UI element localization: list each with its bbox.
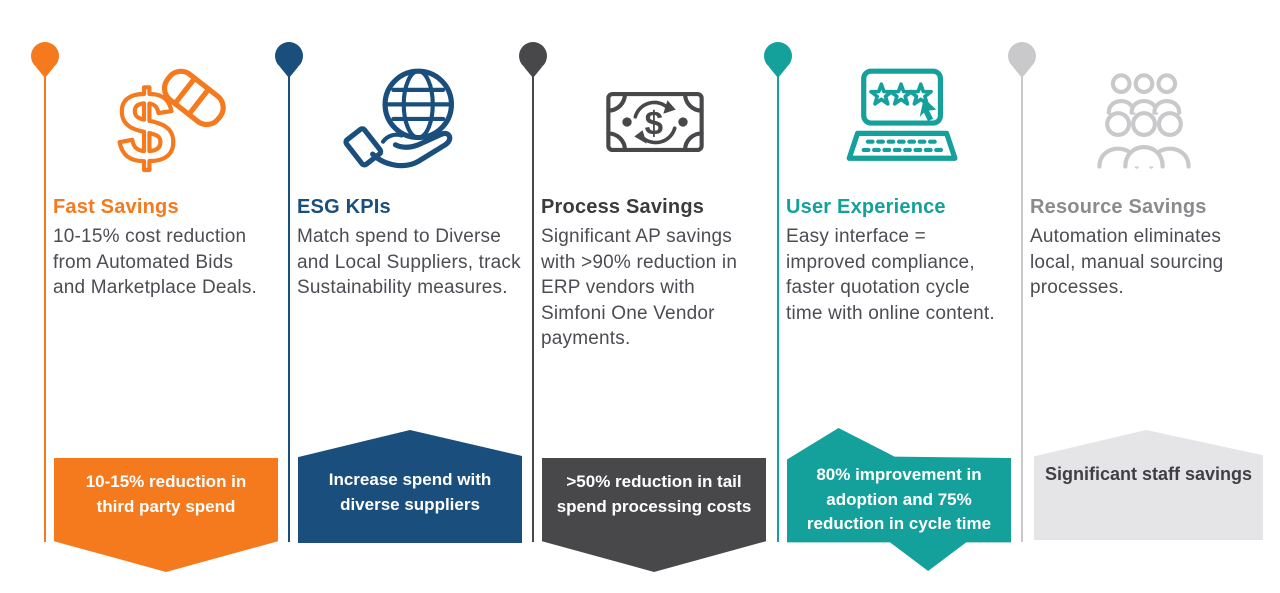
column-title: ESG KPIs xyxy=(297,196,391,218)
column-body: Match spend to Diverse and Local Supplie… xyxy=(297,226,521,298)
map-pin-icon xyxy=(275,42,303,70)
people-group-icon xyxy=(1021,62,1267,182)
timeline-line xyxy=(288,50,290,542)
column-user-experience: User Experience Easy interface = improve… xyxy=(764,0,1023,593)
column-title: Process Savings xyxy=(541,196,705,218)
laptop-rating-icon xyxy=(777,62,1023,182)
timeline-line xyxy=(777,50,779,542)
stat-banner: 80% improvement in adoption and 75% redu… xyxy=(787,428,1011,571)
column-title: Fast Savings xyxy=(53,196,179,218)
column-process-savings: $ Process Savings Significant AP savings… xyxy=(519,0,778,593)
stat-banner: Increase spend with diverse suppliers xyxy=(298,430,522,543)
timeline-line xyxy=(44,50,46,542)
timeline-line xyxy=(1021,50,1023,542)
map-pin-icon xyxy=(519,42,547,70)
map-pin-icon xyxy=(764,42,792,70)
svg-text:$: $ xyxy=(645,105,663,142)
svg-text:$: $ xyxy=(118,70,174,184)
stat-banner: 10-15% reduction in third party spend xyxy=(54,458,278,572)
stat-banner: >50% reduction in tail spend processing … xyxy=(542,458,766,572)
globe-hand-icon xyxy=(288,62,534,182)
dollar-savings-icon: $ xyxy=(44,62,290,186)
column-body: 10-15% cost reduction from Automated Bid… xyxy=(53,226,258,298)
stat-banner: Significant staff savings xyxy=(1034,430,1263,540)
column-fast-savings: $ Fast Savings 10-15% cost reduction fro… xyxy=(31,0,290,593)
map-pin-icon xyxy=(1008,42,1036,70)
column-body: Easy interface = improved compliance, fa… xyxy=(786,226,995,324)
column-title: Resource Savings xyxy=(1030,196,1207,218)
column-body: Automation eliminates local, manual sour… xyxy=(1030,226,1224,298)
timeline-line xyxy=(532,50,534,542)
column-title: User Experience xyxy=(786,196,946,218)
column-esg-kpis: ESG KPIs Match spend to Diverse and Loca… xyxy=(275,0,534,593)
column-body: Significant AP savings with >90% reducti… xyxy=(541,226,738,349)
column-resource-savings: Resource Savings Automation eliminates l… xyxy=(1008,0,1267,593)
banknote-exchange-icon: $ xyxy=(532,62,778,182)
map-pin-icon xyxy=(31,42,59,70)
